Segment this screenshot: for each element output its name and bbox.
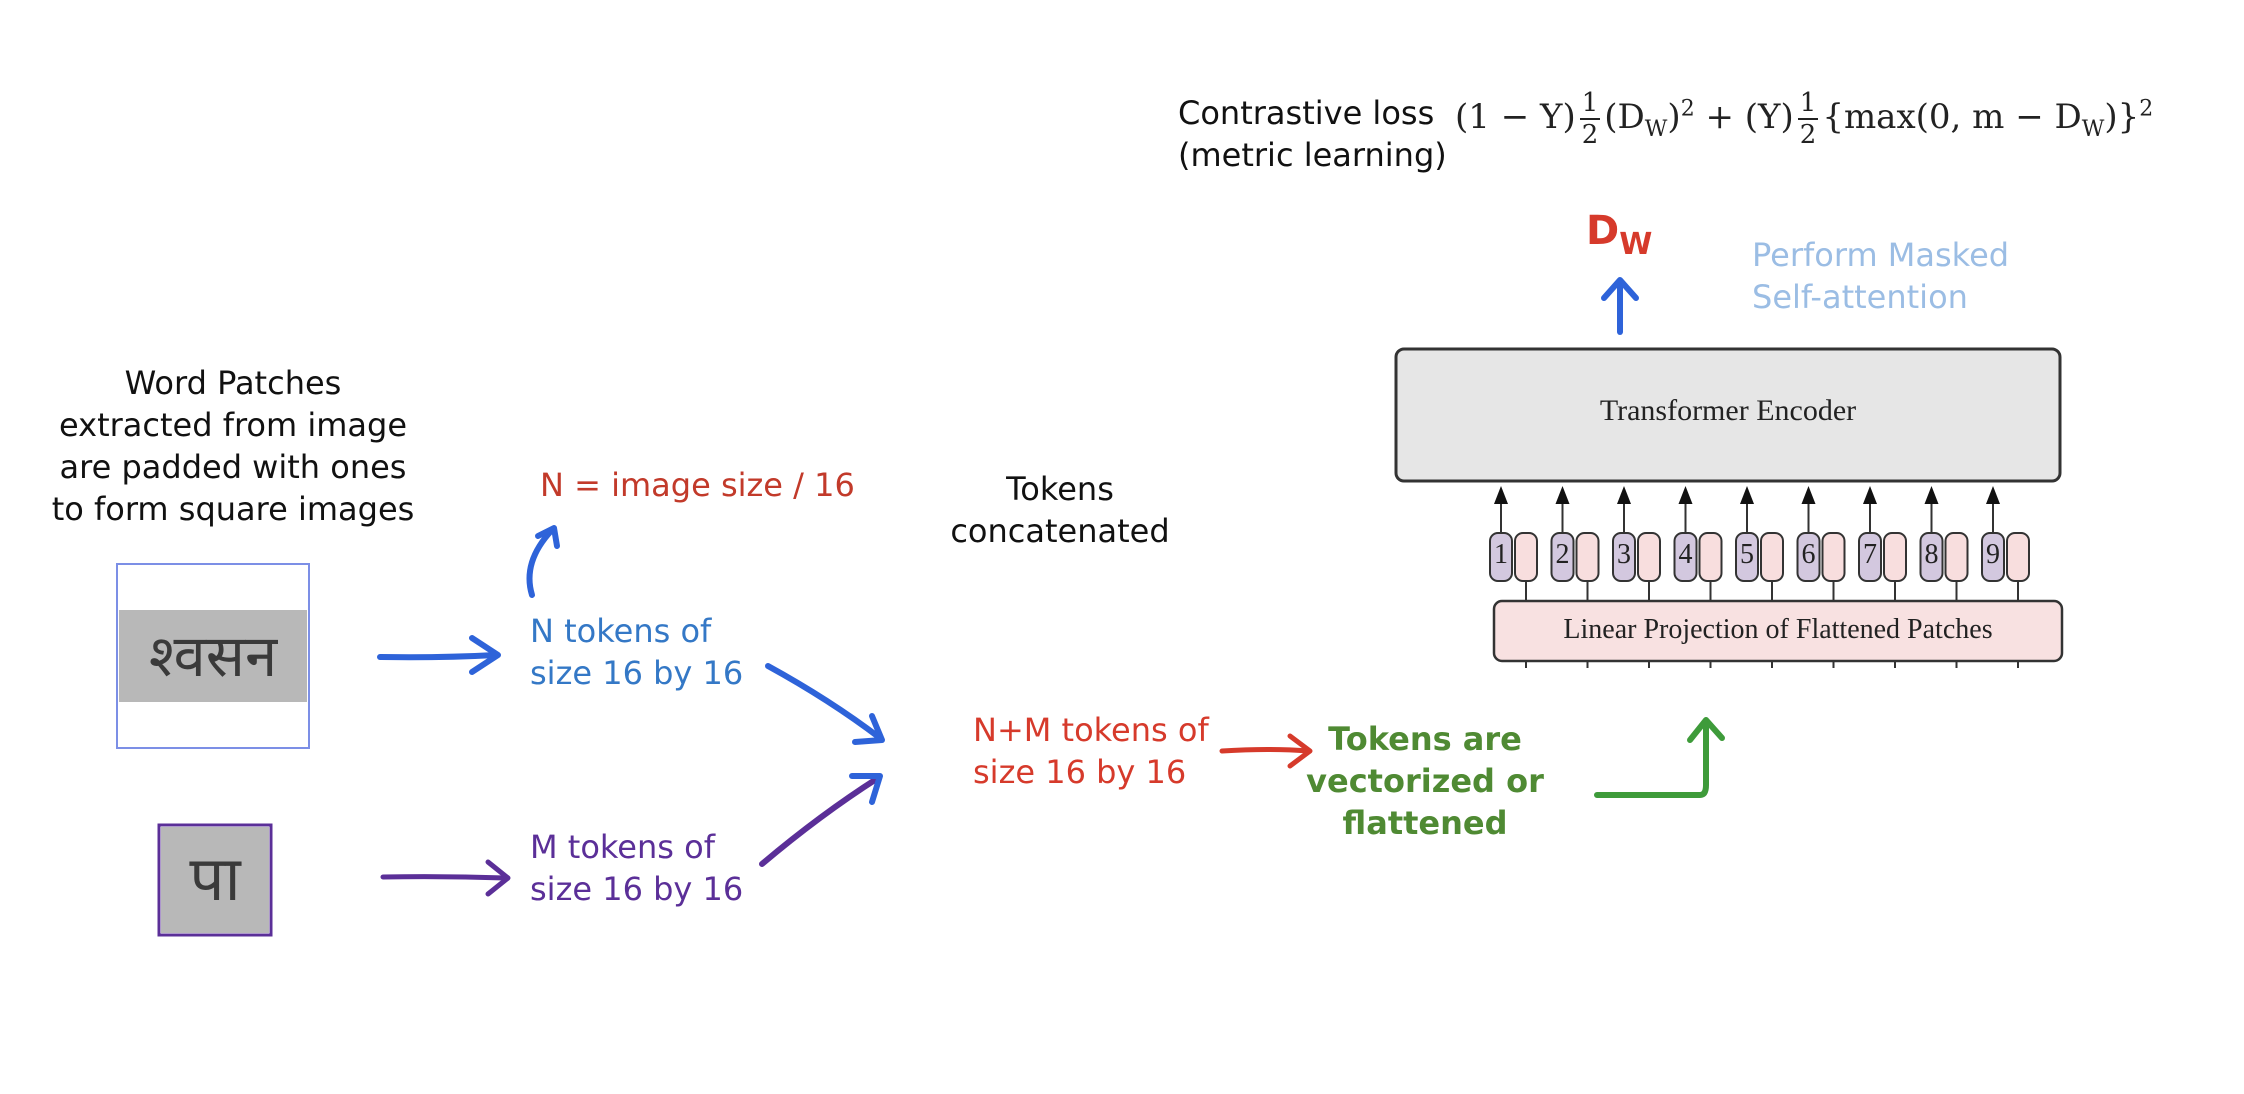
loss-label: Contrastive loss (metric learning)	[1178, 94, 1447, 174]
formula-half-num-2: 1	[1797, 88, 1819, 120]
m-tokens-note: M tokens of size 16 by 16	[530, 828, 744, 908]
token-patch-pill	[1698, 532, 1723, 582]
token-position-label: 9	[1986, 539, 2000, 570]
arrow-image1-to-n-tokens	[377, 635, 501, 675]
token-patch-pill	[2006, 532, 2030, 582]
token-position-label: 5	[1740, 539, 1754, 570]
formula-sup2-2: 2	[2139, 96, 2154, 122]
token-arrow-head	[1555, 486, 1570, 504]
token-column	[1735, 486, 1784, 668]
token-layer	[1489, 486, 2030, 668]
token-position-label: 3	[1617, 539, 1631, 570]
token-patch-pill	[1575, 532, 1600, 582]
token-position-label: 6	[1801, 539, 1816, 570]
formula-sub-w: W	[1644, 116, 1668, 142]
arrow-n-tokens-to-size-note	[526, 525, 560, 598]
formula-half-den-2: 2	[1799, 120, 1817, 150]
arrow-n-tokens-to-merge	[765, 663, 885, 745]
token-patch-pill	[1821, 532, 1846, 582]
arrow-m-tokens-to-merge	[759, 773, 883, 867]
token-column	[1919, 486, 1969, 668]
formula-part1: (1 − Y)	[1455, 97, 1576, 137]
token-column	[1612, 486, 1661, 668]
linear-projection-label: Linear Projection of Flattened Patches	[1563, 614, 1993, 645]
token-position-label: 8	[1924, 539, 1939, 570]
word-image-1-text: श्वसन	[148, 622, 278, 690]
formula-sub-w-2: W	[2081, 116, 2105, 142]
token-arrow-head	[1494, 486, 1508, 504]
token-patch-pill	[1883, 532, 1907, 582]
arrow-encoder-to-dw	[1601, 277, 1639, 335]
nm-tokens-note: N+M tokens of size 16 by 16	[973, 711, 1209, 791]
token-column	[1673, 486, 1723, 668]
concat-note: Tokens concatenated	[950, 470, 1170, 550]
word-image-2-text: पा	[189, 842, 241, 915]
token-position-label: 7	[1863, 539, 1877, 570]
token-arrow-head	[1740, 486, 1754, 504]
word-image-1-frame	[116, 563, 310, 749]
arrow-image2-to-m-tokens	[380, 859, 511, 897]
token-column	[1550, 486, 1600, 668]
dw-label-sub: W	[1619, 227, 1653, 262]
dw-label: DW	[1586, 208, 1652, 262]
arrow-vectorized-to-projection	[1594, 717, 1725, 798]
formula-part4: + (Y)	[1694, 97, 1794, 137]
token-position-label: 1	[1494, 539, 1508, 570]
formula-part3: )	[1667, 97, 1681, 137]
token-column	[1796, 486, 1846, 668]
token-arrow-head	[1678, 486, 1693, 504]
vectorized-note: Tokens are vectorized or flattened	[1306, 720, 1544, 842]
token-arrow-head	[1801, 486, 1816, 504]
token-patch-pill	[1760, 532, 1784, 582]
word-image-2: पा	[161, 827, 269, 933]
formula-half-den: 2	[1581, 120, 1599, 150]
arrow-nm-to-vectorized	[1219, 733, 1313, 769]
formula-part6: )}	[2104, 97, 2140, 137]
token-arrow-head	[1863, 486, 1877, 504]
token-arrow-head	[1924, 486, 1939, 504]
linear-projection-box	[1492, 599, 2064, 663]
dw-label-main: D	[1586, 208, 1620, 254]
n-size-note: N = image size / 16	[540, 466, 855, 504]
token-position-label: 4	[1678, 539, 1693, 570]
token-arrow-head	[1617, 486, 1631, 504]
token-position-label: 2	[1555, 539, 1570, 570]
self-attention-note: Perform Masked Self-attention	[1752, 236, 2010, 316]
token-column	[1981, 486, 2030, 668]
token-column	[1489, 486, 1538, 668]
word-image-1: श्वसन	[119, 610, 307, 702]
n-tokens-note: N tokens of size 16 by 16	[530, 612, 744, 692]
token-patch-pill	[1944, 532, 1969, 582]
token-patch-pill	[1637, 532, 1661, 582]
token-arrow-head	[1986, 486, 2000, 504]
formula-sup2: 2	[1680, 96, 1695, 122]
transformer-encoder-label: Transformer Encoder	[1599, 394, 1857, 427]
token-column	[1858, 486, 1907, 668]
formula-part5: {max(0, m − D	[1822, 97, 2082, 137]
transformer-encoder-box	[1394, 347, 2062, 483]
word-patches-note: Word Patches extracted from image are pa…	[51, 364, 415, 528]
token-patch-pill	[1514, 532, 1538, 582]
word-image-2-frame	[157, 823, 273, 937]
formula-part2: (D	[1604, 97, 1645, 137]
formula-half-num: 1	[1579, 88, 1601, 120]
